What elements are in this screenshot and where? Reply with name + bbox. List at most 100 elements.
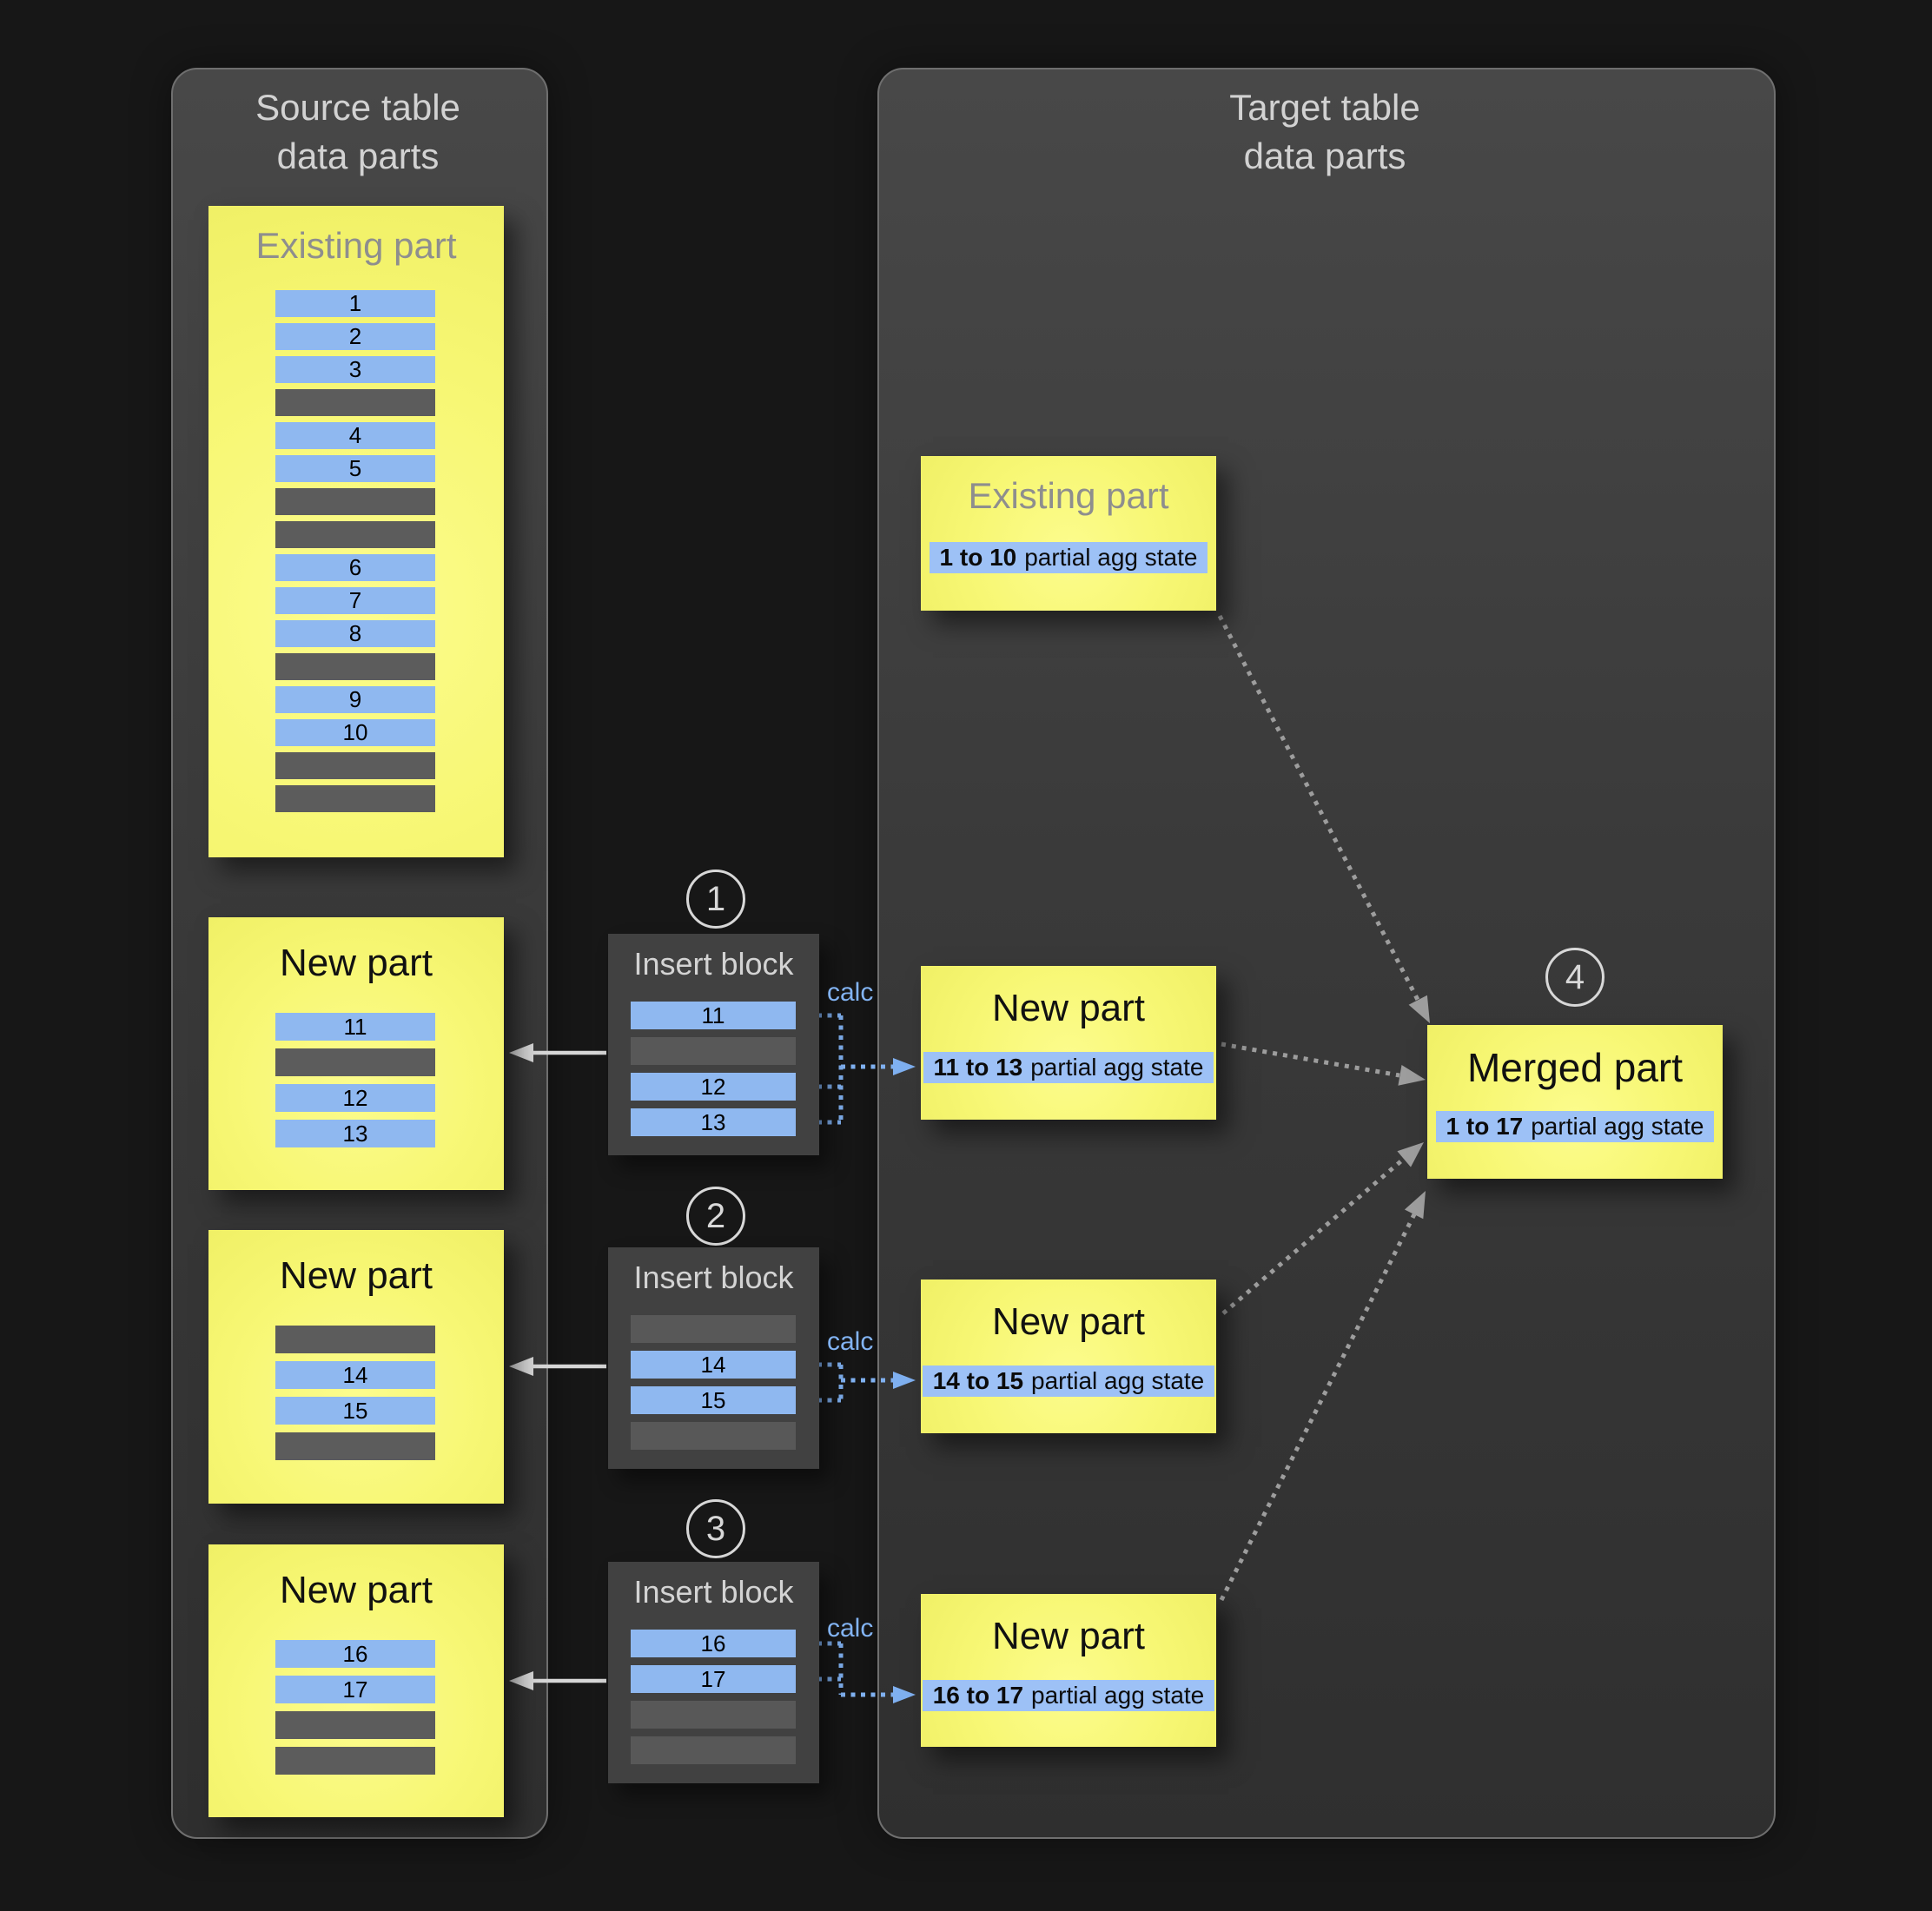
data-row: 4 [275, 422, 435, 449]
data-row: 3 [275, 356, 435, 383]
empty-row [275, 1048, 435, 1076]
data-row: 6 [275, 554, 435, 581]
step-2-badge: 2 [686, 1187, 745, 1246]
empty-row [275, 521, 435, 548]
insert-block-1-title: Insert block [633, 946, 794, 982]
source-new-part-2-title: New part [279, 1254, 433, 1297]
data-row: 14 [275, 1361, 435, 1389]
empty-row [631, 1701, 796, 1729]
agg-range: 16 to 17 [932, 1682, 1024, 1709]
data-row: 1 [275, 290, 435, 317]
target-new-part-3-chipline: 16 to 17 partial agg state [921, 1680, 1216, 1711]
agg-state-chip: 16 to 17 partial agg state [922, 1680, 1215, 1711]
step-1-badge: 1 [686, 870, 745, 929]
insert-block-2-title: Insert block [633, 1260, 794, 1295]
data-row: 17 [275, 1676, 435, 1703]
agg-state-chip: 1 to 10 partial agg state [929, 542, 1208, 573]
data-row: 11 [631, 1002, 796, 1029]
data-row: 15 [275, 1397, 435, 1425]
target-existing-part-chipline: 1 to 10 partial agg state [921, 542, 1216, 573]
target-new-part-1-title: New part [991, 987, 1146, 1029]
empty-row [631, 1736, 796, 1764]
data-row: 8 [275, 620, 435, 647]
agg-range: 1 to 10 [939, 544, 1017, 571]
empty-row [631, 1037, 796, 1065]
insert-block-1-rows: 11 12 13 [631, 1002, 796, 1136]
target-panel-title: Target table data parts [877, 83, 1772, 181]
empty-row [275, 1711, 435, 1739]
data-row: 14 [631, 1351, 796, 1379]
data-row: 9 [275, 686, 435, 713]
calc-label-3: calc [827, 1614, 874, 1643]
merged-part-title: Merged part [1466, 1045, 1683, 1090]
target-new-part-3: New part 16 to 17 partial agg state [921, 1594, 1216, 1747]
target-panel-title-line2: data parts [1243, 136, 1406, 176]
empty-row [275, 488, 435, 515]
agg-state-chip: 14 to 15 partial agg state [922, 1365, 1215, 1397]
data-row: 7 [275, 587, 435, 614]
agg-state-text: partial agg state [1031, 1682, 1205, 1709]
target-new-part-3-title: New part [991, 1615, 1146, 1657]
agg-state-text: partial agg state [1030, 1054, 1204, 1081]
agg-state-text: partial agg state [1031, 1367, 1205, 1394]
step-4-badge: 4 [1545, 948, 1604, 1007]
target-existing-part: Existing part 1 to 10 partial agg state [921, 456, 1216, 611]
step-3-badge: 3 [686, 1499, 745, 1558]
empty-row [275, 653, 435, 680]
target-new-part-1: New part 11 to 13 partial agg state [921, 966, 1216, 1120]
insert-block-3-title: Insert block [633, 1574, 794, 1610]
source-existing-part: Existing part 1 2 3 4 5 6 7 8 9 10 [208, 206, 504, 857]
empty-row [275, 389, 435, 416]
source-existing-part-rows: 1 2 3 4 5 6 7 8 9 10 [275, 290, 435, 812]
empty-row [275, 1432, 435, 1460]
source-panel-title-line2: data parts [276, 136, 440, 176]
data-row: 5 [275, 455, 435, 482]
source-existing-part-title: Existing part [255, 225, 457, 266]
target-panel [877, 68, 1776, 1839]
agg-range: 14 to 15 [932, 1367, 1024, 1394]
empty-row [275, 785, 435, 812]
source-panel-title: Source table data parts [171, 83, 545, 181]
source-new-part-3-title: New part [279, 1569, 433, 1611]
target-new-part-1-chipline: 11 to 13 partial agg state [921, 1052, 1216, 1083]
agg-state-chip: 11 to 13 partial agg state [923, 1052, 1214, 1083]
calc-label-1: calc [827, 978, 874, 1007]
empty-row [275, 752, 435, 779]
data-row: 15 [631, 1386, 796, 1414]
data-row: 2 [275, 323, 435, 350]
agg-range: 1 to 17 [1446, 1113, 1524, 1140]
target-existing-part-title: Existing part [968, 475, 1169, 516]
data-row: 16 [631, 1630, 796, 1657]
data-row: 13 [631, 1108, 796, 1136]
empty-row [275, 1747, 435, 1775]
data-row: 13 [275, 1120, 435, 1147]
target-new-part-2-chipline: 14 to 15 partial agg state [921, 1365, 1216, 1397]
calc-label-2: calc [827, 1327, 874, 1356]
empty-row [631, 1422, 796, 1450]
target-panel-title-line1: Target table [1229, 87, 1420, 128]
data-row: 12 [275, 1084, 435, 1112]
data-row: 10 [275, 719, 435, 746]
data-row: 17 [631, 1665, 796, 1693]
empty-row [275, 1326, 435, 1353]
source-panel-title-line1: Source table [255, 87, 460, 128]
empty-row [631, 1315, 796, 1343]
agg-state-text: partial agg state [1024, 544, 1198, 571]
data-row: 12 [631, 1073, 796, 1101]
agg-range: 11 to 13 [933, 1054, 1023, 1081]
data-row: 16 [275, 1640, 435, 1668]
